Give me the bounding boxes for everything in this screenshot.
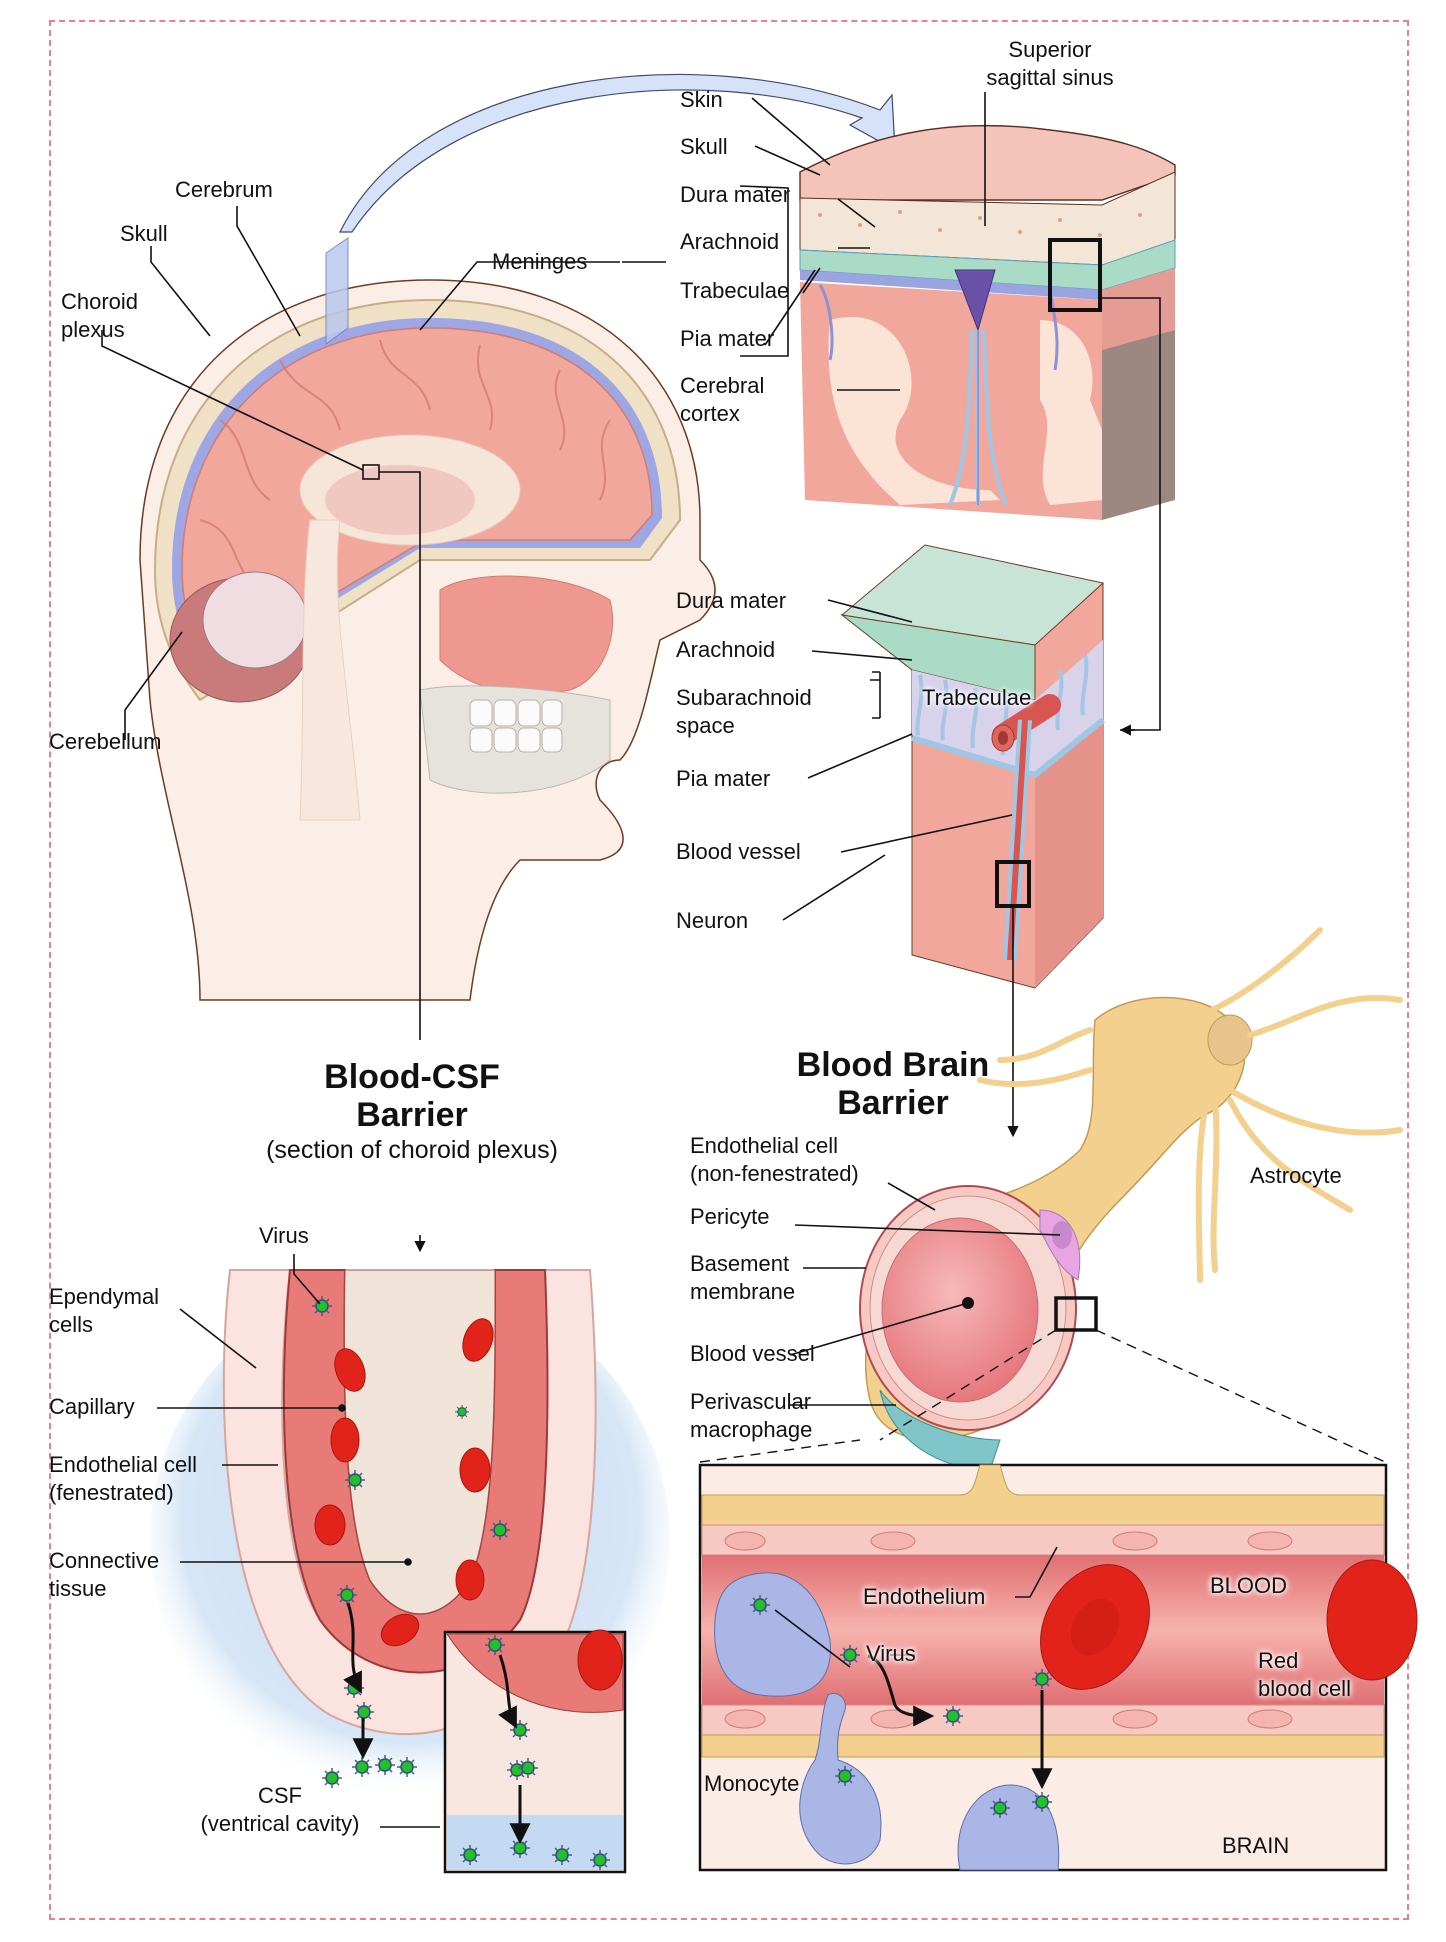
title-bbb-line1: Blood Brain: [796, 1046, 990, 1084]
label-pia-mater-1: Pia mater: [680, 326, 775, 351]
figure-border: [49, 20, 1409, 1920]
label-cerebrum: Cerebrum: [175, 177, 273, 202]
label-blood-vessel-1: Blood vessel: [676, 839, 801, 864]
label-skin: Skin: [680, 87, 723, 112]
label-astrocyte: Astrocyte: [1250, 1163, 1342, 1188]
label-pia-mater-2: Pia mater: [676, 766, 771, 791]
label-brain: BRAIN: [1222, 1833, 1290, 1858]
label-endothelial-nonfenestrated: Endothelial cell (non-fenestrated): [690, 1133, 859, 1186]
label-meninges: Meninges: [492, 249, 588, 274]
label-cerebellum: Cerebellum: [49, 729, 162, 754]
label-pericyte: Pericyte: [690, 1204, 770, 1229]
subarachnoid-block-leader-lines: [782, 599, 1019, 1138]
label-endothelial-fenestrated: Endothelial cell (fenestrated): [49, 1452, 197, 1505]
choroid-leader-lines: [157, 1254, 440, 1828]
label-skull-block: Skull: [680, 134, 728, 159]
label-trabeculae-1: Trabeculae: [680, 278, 790, 303]
title-blood-csf-line2: Barrier: [356, 1096, 468, 1134]
label-cerebral-cortex: Cerebral cortex: [680, 373, 765, 426]
label-csf: CSF (ventrical cavity): [200, 1783, 360, 1836]
label-superior-sagittal-sinus: Superior sagittal sinus: [986, 37, 1114, 90]
bbb-detail-panel: [698, 1463, 1418, 1872]
label-arachnoid-1: Arachnoid: [680, 229, 780, 254]
label-dura-mater-1: Dura mater: [680, 182, 791, 207]
label-connective-tissue: Connective tissue: [49, 1548, 160, 1601]
label-monocyte: Monocyte: [704, 1771, 800, 1796]
subtitle-choroid-section: (section of choroid plexus): [266, 1136, 558, 1164]
label-neuron: Neuron: [676, 908, 749, 933]
label-red-blood-cell: Red blood cell: [1258, 1648, 1351, 1701]
title-blood-csf-line1: Blood-CSF: [324, 1058, 500, 1096]
label-skull-head: Skull: [120, 221, 168, 246]
label-blood-vessel-2: Blood vessel: [690, 1341, 815, 1366]
label-dura-mater-2: Dura mater: [676, 588, 787, 613]
label-subarachnoid-space: Subarachnoid space: [676, 685, 812, 738]
label-blood: BLOOD: [1210, 1573, 1288, 1598]
blood-brain-barrier-section: [699, 927, 1403, 1471]
label-ependymal-cells: Ependymal cells: [49, 1284, 160, 1337]
head-section: [139, 73, 896, 1001]
label-virus-csf: Virus: [259, 1223, 309, 1248]
label-perivascular-macrophage: Perivascular macrophage: [690, 1389, 813, 1442]
subarachnoid-block: [840, 544, 1105, 989]
label-trabeculae-2: Trabeculae: [922, 685, 1032, 710]
label-arachnoid-2: Arachnoid: [676, 637, 776, 662]
bbb-leader-lines: [789, 1182, 1061, 1406]
meninges-block: [799, 124, 1176, 520]
label-basement-membrane: Basement membrane: [690, 1251, 796, 1304]
choroid-plexus-section: [150, 1269, 670, 1874]
title-bbb-line2: Barrier: [837, 1084, 949, 1122]
head-leader-lines: [101, 206, 620, 1253]
label-capillary: Capillary: [49, 1394, 135, 1419]
label-endothelium: Endothelium: [863, 1584, 986, 1609]
label-choroid-plexus: Choroid plexus: [61, 289, 139, 342]
meninges-block-leader-lines: [622, 92, 1161, 736]
label-virus-bbb: Virus: [866, 1641, 916, 1666]
